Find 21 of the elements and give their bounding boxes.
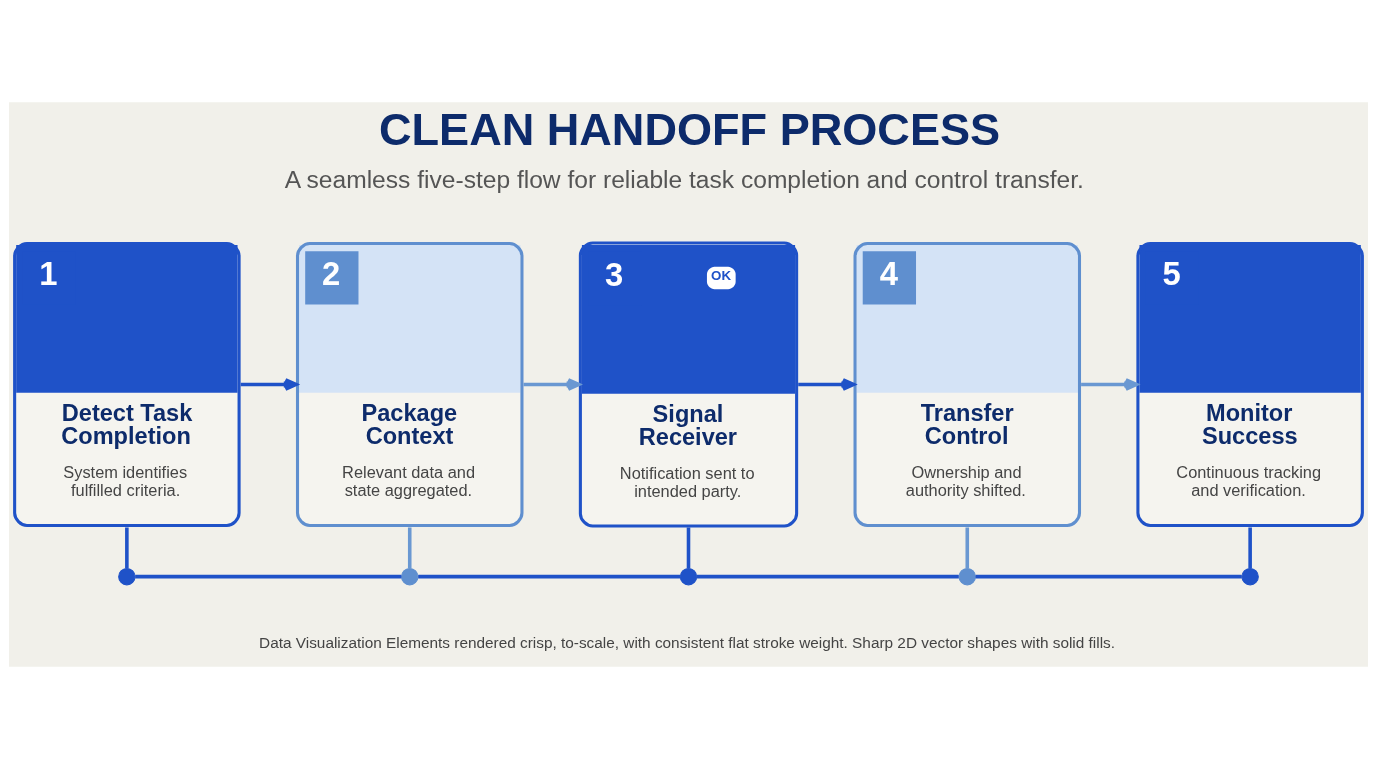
label: A seamless five-step flow for reliable task completion and control transfer. bbox=[284, 165, 1084, 193]
connector bbox=[964, 526, 969, 568]
connector bbox=[407, 526, 412, 568]
node-circle bbox=[117, 567, 136, 585]
node-circle bbox=[958, 567, 976, 585]
arrow bbox=[240, 377, 298, 391]
connector bbox=[124, 526, 129, 568]
connector bbox=[975, 574, 1242, 578]
node-circle bbox=[1240, 567, 1259, 585]
arrow bbox=[1080, 377, 1138, 391]
label: Data Visualization Elements rendered crisp, to-scale, with consistent flat stroke weight. Sharp 2D vector shapes with solid fills. bbox=[258, 633, 1115, 651]
node-circle bbox=[400, 567, 418, 585]
connector bbox=[1247, 526, 1252, 568]
node-circle bbox=[679, 567, 697, 585]
connector bbox=[134, 574, 401, 578]
diagram-title: CLEAN HANDOFF PROCESS bbox=[378, 103, 1000, 155]
connector bbox=[686, 526, 690, 568]
arrow bbox=[523, 377, 580, 391]
connector bbox=[417, 574, 680, 578]
arrow bbox=[797, 377, 855, 391]
connector bbox=[696, 574, 959, 578]
